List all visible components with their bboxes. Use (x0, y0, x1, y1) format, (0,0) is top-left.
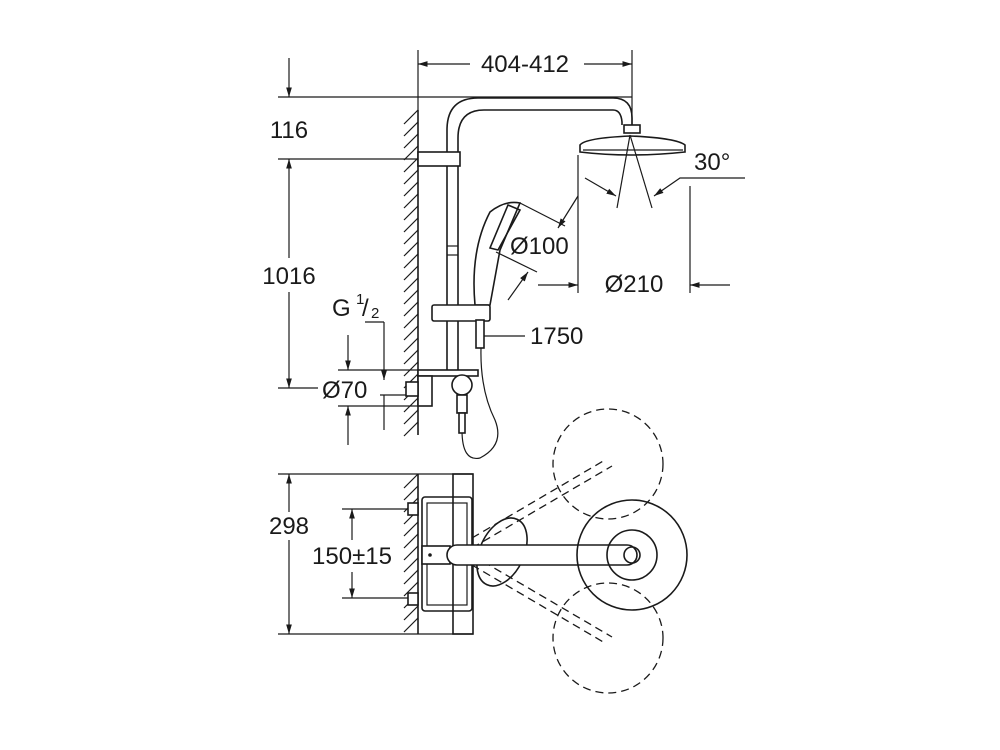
hatch-line (403, 337, 419, 353)
hatch-line (403, 217, 419, 233)
hatch-line (403, 349, 419, 365)
hatch-line (403, 325, 419, 341)
hatch-line (403, 157, 419, 173)
hatch-line (403, 121, 419, 137)
hatch-line (403, 605, 419, 621)
dim-handshower-diameter: Ø100 (510, 233, 569, 260)
dim-outlet-diameter: Ø70 (322, 377, 367, 404)
swing-position-lower (552, 582, 664, 694)
elevation-view: 404-412 116 1016 G 1 / 2 Ø70 Ø100 (262, 50, 745, 460)
slider-holder (431, 304, 491, 322)
hatch-line (403, 533, 419, 549)
swing-position-upper (552, 408, 664, 520)
hatch-line (403, 485, 419, 501)
hatch-line (403, 205, 419, 221)
arm-plan (446, 544, 638, 566)
dim-headshower-diameter: Ø210 (605, 271, 664, 298)
dim-inlet-centres: 150±15 (312, 543, 392, 570)
hatch-line (403, 181, 419, 197)
hatch-line (403, 169, 419, 185)
hatch-line (403, 617, 419, 633)
hose (461, 347, 499, 460)
hatch-line (403, 421, 419, 437)
dim-total-height: 1016 (262, 263, 315, 290)
hatch-line (403, 241, 419, 257)
hatch-line (403, 193, 419, 209)
hatch-line (403, 253, 419, 269)
dim-spray-angle: 30° (694, 149, 730, 176)
hatch-line (403, 557, 419, 573)
hatch-line (403, 289, 419, 305)
riser-rail (417, 97, 633, 370)
dim-hose-length: 1750 (530, 323, 583, 350)
hatch-line (403, 569, 419, 585)
hatch-line (403, 145, 419, 161)
fraction-slash: / (362, 295, 369, 322)
hatch-line (403, 361, 419, 377)
hatch-line (403, 109, 419, 125)
hatch-line (403, 397, 419, 413)
wall-bracket-top (417, 151, 461, 167)
dim-thread: G (332, 295, 351, 322)
dim-head-height: 116 (270, 117, 308, 144)
hatch-line (403, 229, 419, 245)
hatch-line (403, 521, 419, 537)
hatch-line (403, 265, 419, 281)
dim-thread-den: 2 (371, 305, 379, 322)
hatch-line (403, 301, 419, 317)
hatch-line (403, 133, 419, 149)
head-shower (579, 124, 686, 156)
hatch-line (403, 581, 419, 597)
dim-thread-num: 1 (356, 291, 364, 308)
dim-arm-reach: 404-412 (481, 51, 569, 78)
headshower-plan (576, 499, 688, 611)
thermostat-mixer (405, 369, 479, 434)
hatch-line (403, 545, 419, 561)
plan-view: 298 150±15 (269, 408, 688, 694)
hatch-line (403, 277, 419, 293)
hatch-line (403, 313, 419, 329)
hatch-line (403, 409, 419, 425)
hatch-line (403, 473, 419, 489)
dim-plan-depth: 298 (269, 513, 309, 540)
hand-shower (431, 201, 522, 349)
